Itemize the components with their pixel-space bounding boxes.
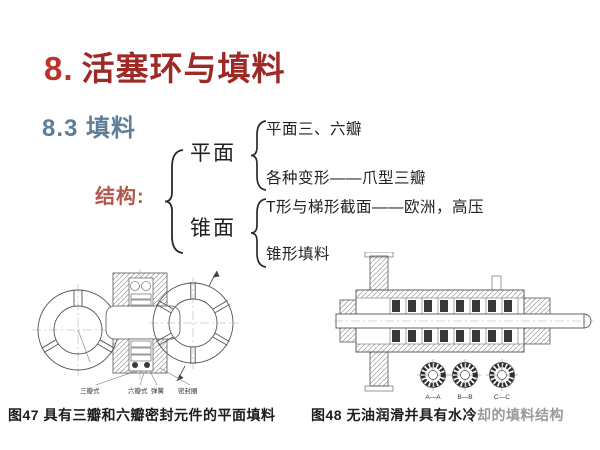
section-views: A—A B—B C—C bbox=[417, 359, 518, 401]
brace-plane bbox=[250, 120, 267, 191]
rotation-arrow2-icon bbox=[177, 374, 184, 381]
part-label-six-petal: 六瓣式 bbox=[128, 386, 148, 395]
part-label-seal-ring: 密封圈 bbox=[178, 386, 198, 395]
section-label-cc: C—C bbox=[494, 394, 510, 401]
section-view-b: B—B bbox=[449, 359, 481, 401]
brace-outer bbox=[164, 149, 184, 254]
fig48-caption-main: 图48 无油润滑并具有水冷 bbox=[311, 407, 477, 423]
fig47-caption: 图47 具有三瓣和六瓣密封元件的平面填料 bbox=[8, 407, 276, 423]
part-label-three-petal: 三瓣式 bbox=[80, 386, 100, 395]
figure-47-drawing: 三瓣式 六瓣式 弹簧 密封圈 bbox=[32, 269, 239, 395]
section-label-bb: B—B bbox=[457, 394, 472, 401]
tree-item-plane-1: 平面三、六瓣 bbox=[266, 121, 363, 138]
tree-branch-cone: 锥面 bbox=[190, 217, 236, 240]
rotation-arrow-icon bbox=[212, 271, 220, 278]
tree-item-cone-1: T形与梯形截面——欧洲，高压 bbox=[266, 199, 484, 216]
section-view-a: A—A bbox=[417, 359, 449, 401]
packing-assembly-section bbox=[334, 252, 594, 392]
six-petal-ring bbox=[149, 270, 239, 382]
section-heading: 8.3 填料 bbox=[42, 115, 137, 142]
brace-cone bbox=[250, 198, 267, 268]
tree-item-cone-2: 锥形填料 bbox=[266, 246, 331, 263]
section-label-aa: A—A bbox=[425, 394, 441, 401]
tree-root-label: 结构: bbox=[95, 186, 145, 208]
title-text: 活塞环与填料 bbox=[81, 50, 286, 87]
page-title: 8.活塞环与填料 bbox=[44, 52, 286, 85]
part-label-spring: 弹簧 bbox=[151, 386, 165, 395]
fig48-caption-faded: 却的填料结构 bbox=[476, 407, 564, 423]
section-view-c: C—C bbox=[486, 359, 518, 401]
title-number: 8. bbox=[44, 50, 74, 87]
tree-item-plane-2: 各种变形——爪型三瓣 bbox=[266, 170, 427, 187]
figure-48-drawing: A—A B—B C—C bbox=[334, 252, 594, 401]
fig48-caption: 图48 无油润滑并具有水冷却的填料结构 bbox=[311, 408, 564, 422]
tree-branch-plane: 平面 bbox=[190, 142, 236, 165]
fig47-part-labels: 三瓣式 六瓣式 弹簧 密封圈 bbox=[80, 367, 198, 395]
